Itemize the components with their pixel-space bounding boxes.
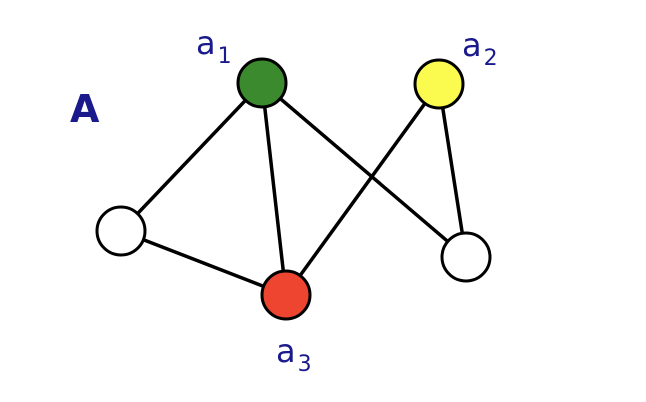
edge-a1-right	[260, 81, 468, 259]
node-label-a2-letter: a	[462, 26, 482, 64]
node-a1	[236, 57, 288, 109]
node-label-a1-letter: a	[196, 24, 216, 62]
node-label-a2-sub: 2	[484, 46, 498, 71]
panel-label: A	[70, 87, 100, 131]
node-label-a2: a2	[462, 26, 498, 71]
nodes-group	[95, 57, 492, 321]
edge-left-a3	[119, 229, 288, 297]
node-label-a3: a3	[276, 332, 312, 377]
node-a3	[260, 269, 312, 321]
edges-group	[119, 81, 468, 297]
edge-a1-a3	[260, 81, 288, 297]
edge-a1-left	[119, 81, 264, 233]
node-right	[440, 231, 492, 283]
labels-group: A a1 a2 a3	[70, 24, 498, 377]
node-label-a1-sub: 1	[218, 44, 232, 69]
node-label-a3-sub: 3	[298, 352, 312, 377]
node-label-a3-letter: a	[276, 332, 296, 370]
node-label-a1: a1	[196, 24, 232, 69]
edge-a2-a3	[284, 82, 441, 297]
node-a2	[413, 58, 465, 110]
edge-a2-right	[437, 82, 468, 259]
node-left	[95, 205, 147, 257]
